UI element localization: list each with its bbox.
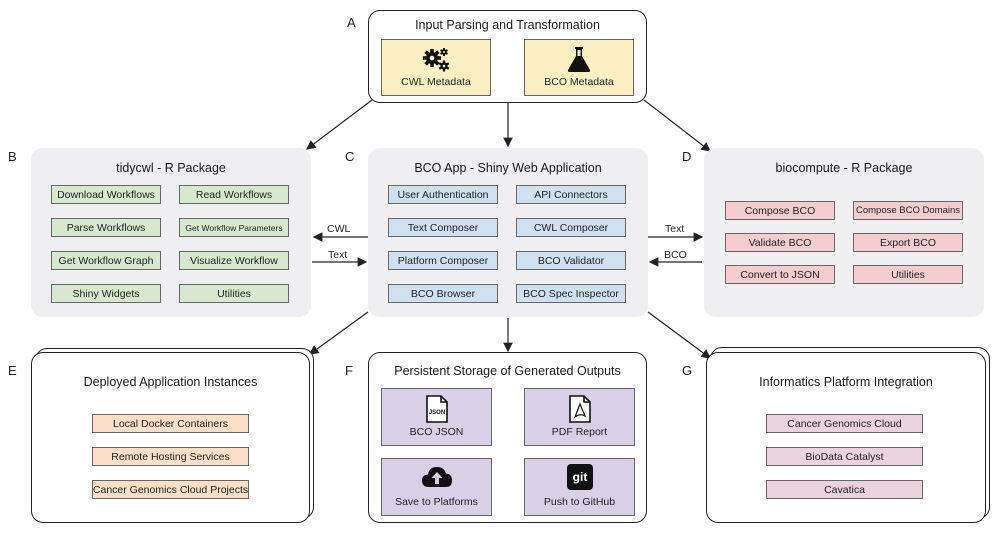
arrow-a-to-d xyxy=(643,99,711,152)
item-platform-composer: Platform Composer xyxy=(388,251,498,270)
pdf-report-card: PDF Report xyxy=(524,388,635,446)
gears-icon xyxy=(423,48,450,72)
panel-letter-e: E xyxy=(8,363,17,378)
item-cancer-genomics-cloud-projects: Cancer Genomics Cloud Projects xyxy=(92,480,249,499)
item-visualize-workflow: Visualize Workflow xyxy=(179,251,289,270)
item-get-workflow-parameters: Get Workflow Parameters xyxy=(179,218,289,237)
panel-d-biocompute: biocompute - R Package Compose BCO Compo… xyxy=(704,148,984,317)
panel-e-deployed-instances: Deployed Application Instances Local Doc… xyxy=(31,352,310,523)
item-utilities-b: Utilities xyxy=(179,284,289,303)
item-text-composer: Text Composer xyxy=(388,218,498,237)
cwl-metadata-label: CWL Metadata xyxy=(401,76,471,88)
panel-f-persistent-storage: Persistent Storage of Generated Outputs … xyxy=(368,352,647,523)
cloud-upload-icon xyxy=(421,467,452,487)
item-cavatica: Cavatica xyxy=(766,480,923,499)
item-biodata-catalyst: BioData Catalyst xyxy=(766,447,923,466)
item-validate-bco: Validate BCO xyxy=(725,233,835,252)
bco-metadata-card: BCO Metadata xyxy=(524,39,634,96)
pdf-file-icon xyxy=(568,395,591,423)
panel-a-title: Input Parsing and Transformation xyxy=(415,18,600,32)
arrow-a-to-b xyxy=(306,99,373,150)
item-user-authentication: User Authentication xyxy=(388,185,498,204)
edge-label-bco: BCO xyxy=(664,249,687,261)
item-shiny-widgets: Shiny Widgets xyxy=(51,284,161,303)
item-convert-to-json: Convert to JSON xyxy=(725,265,835,284)
item-bco-validator: BCO Validator xyxy=(516,251,626,270)
bco-json-label: BCO JSON xyxy=(409,426,464,438)
svg-text:JSON: JSON xyxy=(428,410,444,416)
item-export-bco: Export BCO xyxy=(853,233,963,252)
item-get-workflow-graph: Get Workflow Graph xyxy=(51,251,161,270)
item-bco-spec-inspector: BCO Spec Inspector xyxy=(516,284,626,303)
git-icon: git xyxy=(566,464,593,490)
pdf-report-label: PDF Report xyxy=(551,426,608,438)
panel-f-title: Persistent Storage of Generated Outputs xyxy=(394,364,621,378)
panel-c-title: BCO App - Shiny Web Application xyxy=(414,161,602,175)
edge-label-cwl: CWL xyxy=(327,223,351,235)
save-to-platforms-card: Save to Platforms xyxy=(381,458,492,516)
bco-json-card: JSON BCO JSON xyxy=(381,388,492,446)
panel-e-title: Deployed Application Instances xyxy=(83,375,258,389)
panel-g-platform-integration: Informatics Platform Integration Cancer … xyxy=(706,352,986,523)
svg-text:git: git xyxy=(572,470,587,484)
panel-g-title: Informatics Platform Integration xyxy=(759,375,933,389)
panel-a-input-parsing: Input Parsing and Transformation xyxy=(368,10,647,103)
edge-label-text-right: Text xyxy=(665,223,685,235)
arrow-c-to-g xyxy=(647,311,711,359)
item-cwl-composer: CWL Composer xyxy=(516,218,626,237)
item-parse-workflows: Parse Workflows xyxy=(51,218,161,237)
item-local-docker-containers: Local Docker Containers xyxy=(92,414,249,433)
item-read-workflows: Read Workflows xyxy=(179,185,289,204)
json-file-icon: JSON xyxy=(425,395,448,423)
panel-c-bco-app: BCO App - Shiny Web Application User Aut… xyxy=(368,148,648,317)
panel-letter-b: B xyxy=(8,149,17,164)
edge-label-text-left: Text xyxy=(328,249,348,261)
cwl-metadata-card: CWL Metadata xyxy=(381,39,491,96)
item-compose-bco-domains: Compose BCO Domains xyxy=(853,201,963,220)
item-utilities-d: Utilities xyxy=(853,265,963,284)
panel-letter-d: D xyxy=(682,149,692,164)
panel-letter-a: A xyxy=(347,15,356,30)
bco-metadata-label: BCO Metadata xyxy=(544,76,614,88)
item-compose-bco: Compose BCO xyxy=(725,201,835,220)
panel-letter-g: G xyxy=(682,363,693,378)
panel-letter-f: F xyxy=(345,363,353,378)
item-api-connectors: API Connectors xyxy=(516,185,626,204)
item-remote-hosting-services: Remote Hosting Services xyxy=(92,447,249,466)
save-to-platforms-label: Save to Platforms xyxy=(395,496,478,508)
panel-b-tidycwl: tidycwl - R Package Download Workflows R… xyxy=(31,148,311,317)
arrow-c-to-e xyxy=(309,311,369,355)
panel-letter-c: C xyxy=(345,149,355,164)
item-download-workflows: Download Workflows xyxy=(51,185,161,204)
panel-d-title: biocompute - R Package xyxy=(775,161,913,175)
item-bco-browser: BCO Browser xyxy=(388,284,498,303)
item-cancer-genomics-cloud: Cancer Genomics Cloud xyxy=(766,414,923,433)
flask-icon xyxy=(567,47,591,72)
panel-b-title: tidycwl - R Package xyxy=(116,161,226,175)
push-to-github-label: Push to GitHub xyxy=(543,496,616,508)
push-to-github-card: git Push to GitHub xyxy=(524,458,635,516)
